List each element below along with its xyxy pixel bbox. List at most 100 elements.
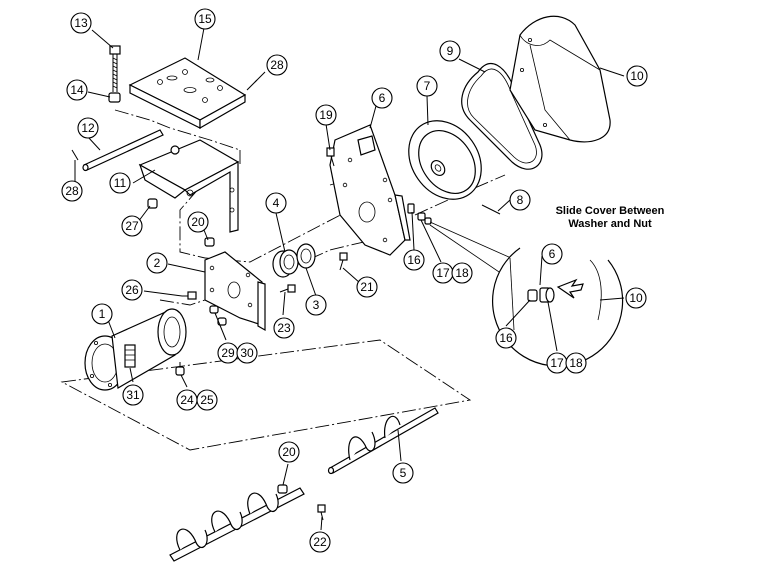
detail-view (492, 247, 624, 367)
nut-14 (108, 92, 121, 103)
svg-text:24: 24 (180, 393, 194, 407)
svg-text:17: 17 (436, 266, 450, 280)
callout-18-upper: 18 (451, 262, 473, 284)
callout-23: 23 (273, 317, 295, 339)
screw-19 (326, 147, 335, 167)
callout-6-detail: 6 (541, 243, 563, 265)
callout-17-upper: 17 (432, 262, 454, 284)
svg-text:14: 14 (70, 83, 84, 97)
svg-text:7: 7 (424, 79, 431, 93)
nut-24-25 (175, 362, 185, 376)
callout-28-top: 28 (266, 54, 288, 76)
callout-2: 2 (146, 252, 168, 274)
svg-text:31: 31 (126, 388, 140, 402)
rod-12 (82, 129, 164, 172)
bearing-4 (272, 243, 316, 278)
svg-text:30: 30 (240, 346, 254, 360)
callout-19: 19 (315, 104, 337, 126)
svg-text:8: 8 (517, 193, 524, 207)
detail-note-line2: Washer and Nut (568, 218, 652, 230)
callout-13: 13 (70, 12, 92, 34)
mounting-plate-15 (128, 57, 247, 130)
auger-lower (169, 487, 305, 562)
callout-22: 22 (309, 531, 331, 553)
svg-text:17: 17 (550, 356, 564, 370)
bracket-11 (138, 139, 240, 233)
svg-text:3: 3 (313, 298, 320, 312)
svg-text:16: 16 (499, 331, 513, 345)
callout-8: 8 (509, 189, 531, 211)
svg-text:20: 20 (282, 445, 296, 459)
auger-5 (327, 407, 439, 475)
svg-text:11: 11 (114, 176, 127, 190)
callout-26: 26 (121, 279, 143, 301)
svg-text:12: 12 (81, 121, 95, 135)
svg-text:22: 22 (313, 535, 327, 549)
gearbox-plate-2 (204, 251, 266, 332)
callout-31: 31 (122, 384, 144, 406)
cover-plate-6 (329, 124, 411, 256)
svg-text:10: 10 (629, 291, 643, 305)
callout-24: 24 (176, 389, 198, 411)
svg-text:16: 16 (407, 253, 421, 267)
callout-14: 14 (66, 79, 88, 101)
svg-text:21: 21 (360, 280, 374, 294)
pin-28-left (71, 149, 79, 161)
callout-3: 3 (305, 294, 327, 316)
svg-text:9: 9 (447, 44, 454, 58)
callout-10-detail: 10 (625, 287, 647, 309)
svg-text:18: 18 (569, 356, 583, 370)
svg-text:28: 28 (270, 58, 284, 72)
svg-text:26: 26 (125, 283, 139, 297)
callout-21: 21 (356, 276, 378, 298)
belt-cover-10 (509, 15, 611, 143)
callout-29: 29 (217, 342, 239, 364)
svg-text:2: 2 (154, 256, 161, 270)
svg-text:6: 6 (379, 91, 386, 105)
callout-30: 30 (236, 342, 258, 364)
pulley-7 (408, 120, 482, 200)
callout-20-upper: 20 (187, 211, 209, 233)
callout-10-upper: 10 (626, 65, 648, 87)
svg-text:20: 20 (191, 215, 205, 229)
screw-23 (279, 284, 296, 293)
svg-text:5: 5 (400, 466, 407, 480)
screw-22 (317, 504, 326, 521)
svg-text:10: 10 (630, 69, 644, 83)
svg-text:6: 6 (549, 247, 556, 261)
svg-text:27: 27 (125, 219, 139, 233)
nut-27 (147, 198, 158, 209)
screw-26 (182, 291, 197, 300)
callout-1: 1 (91, 303, 113, 325)
callout-11: 11 (109, 172, 131, 194)
callout-17-detail: 17 (546, 352, 568, 374)
detail-note-line1: Slide Cover Between (555, 205, 665, 217)
screw-21 (339, 252, 348, 271)
svg-text:28: 28 (65, 184, 79, 198)
callout-27: 27 (121, 215, 143, 237)
bolt-13 (109, 45, 121, 92)
callout-5: 5 (392, 462, 414, 484)
detail-note: Slide Cover Between Washer and Nut (520, 205, 700, 231)
callout-20-lower: 20 (278, 441, 300, 463)
callout-16-upper: 16 (403, 249, 425, 271)
nut-20-upper (204, 237, 215, 247)
nut-18-upper (424, 217, 432, 225)
nut-29-30 (209, 305, 227, 326)
callout-12: 12 (77, 117, 99, 139)
callout-7: 7 (416, 75, 438, 97)
housing-tube-1 (84, 308, 187, 391)
svg-text:18: 18 (455, 266, 469, 280)
callout-4: 4 (265, 192, 287, 214)
callout-15: 15 (194, 8, 216, 30)
svg-text:1: 1 (99, 307, 106, 321)
svg-text:19: 19 (319, 108, 333, 122)
svg-text:29: 29 (221, 346, 235, 360)
key-8 (481, 204, 501, 215)
callout-25: 25 (196, 389, 218, 411)
callout-28-left: 28 (61, 180, 83, 202)
belt-9 (461, 62, 543, 170)
svg-text:13: 13 (74, 16, 88, 30)
svg-text:25: 25 (200, 393, 214, 407)
svg-text:15: 15 (198, 12, 212, 26)
